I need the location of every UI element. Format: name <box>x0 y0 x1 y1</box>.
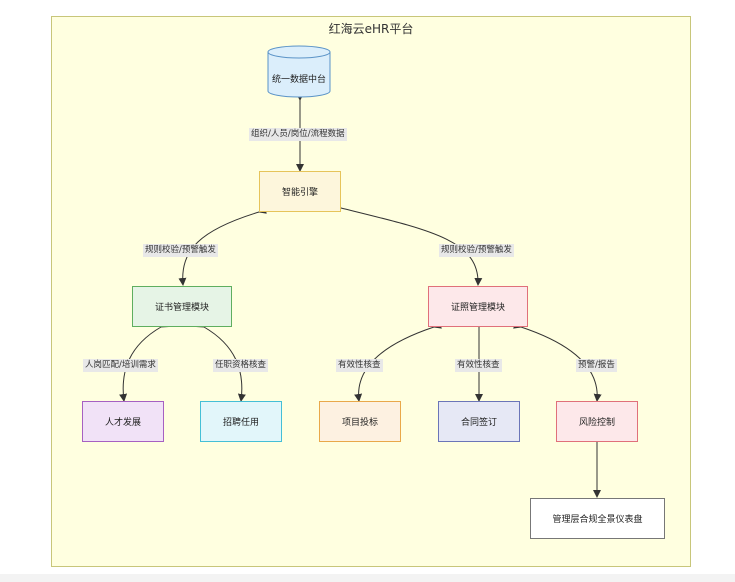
database-node[interactable]: 统一数据中台 <box>271 74 326 85</box>
edge-label-license-contract: 有效性核查 <box>455 359 502 372</box>
risk-node[interactable]: 风险控制 <box>556 401 638 442</box>
container-title: 红海云eHR平台 <box>328 22 414 36</box>
edge-engine-license <box>333 202 483 286</box>
database-cylinder <box>267 45 331 98</box>
edge-label-engine-cert: 规则校验/预警触发 <box>143 244 218 257</box>
edge-label-db-engine: 组织/人员/岗位/流程数据 <box>249 128 347 141</box>
recruit-node[interactable]: 招聘任用 <box>200 401 282 442</box>
edge-label-engine-license: 规则校验/预警触发 <box>439 244 514 257</box>
bidding-node[interactable]: 项目投标 <box>319 401 401 442</box>
dashboard-node[interactable]: 管理层合规全景仪表盘 <box>530 498 665 539</box>
bottom-bar <box>0 574 735 582</box>
edge-label-cert-recruit: 任职资格核查 <box>213 359 269 372</box>
license-module-node[interactable]: 证照管理模块 <box>428 286 528 327</box>
edge-label-cert-talent: 人岗匹配/培训需求 <box>83 359 158 372</box>
edge-engine-cert <box>178 206 267 286</box>
contract-node[interactable]: 合同签订 <box>438 401 520 442</box>
edge-label-license-risk: 预警/报告 <box>576 359 617 372</box>
talent-dev-node[interactable]: 人才发展 <box>82 401 164 442</box>
edge-label-license-bidding: 有效性核查 <box>336 359 383 372</box>
engine-node[interactable]: 智能引擎 <box>259 171 341 212</box>
cert-module-node[interactable]: 证书管理模块 <box>132 286 232 327</box>
